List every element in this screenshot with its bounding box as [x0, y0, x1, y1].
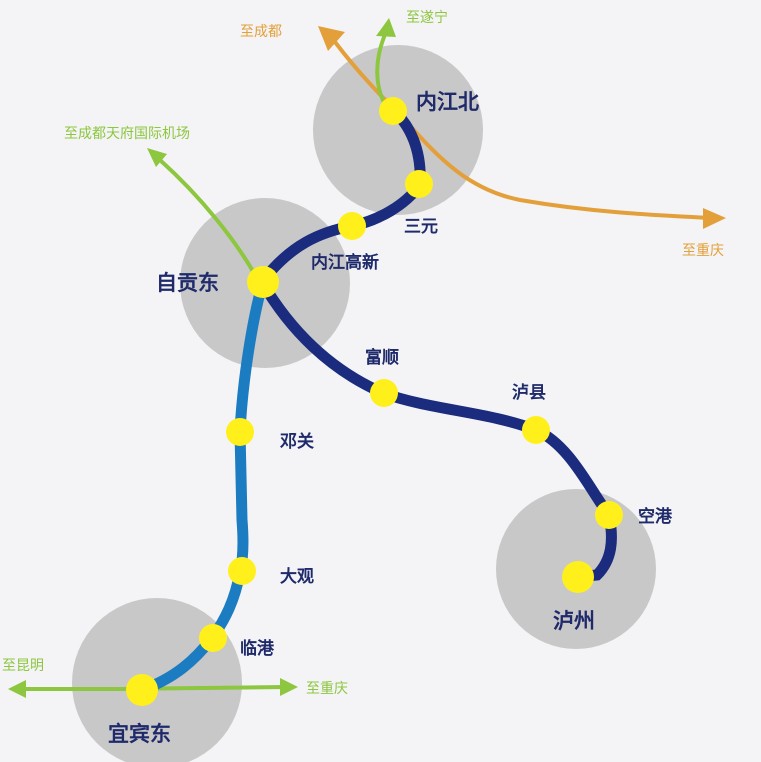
station-dot-sanyuan[interactable]: [405, 170, 433, 198]
station-dot-zigong-east[interactable]: [247, 266, 279, 298]
station-label-neijiang-gaoxin: 内江高新: [311, 252, 379, 273]
station-label-konggang: 空港: [638, 506, 673, 527]
station-dot-luzhou[interactable]: [562, 561, 594, 593]
station-label-yibin-east: 宜宾东: [108, 722, 171, 746]
station-label-neijiang-north: 内江北: [416, 90, 479, 114]
station-dot-fushun[interactable]: [370, 379, 398, 407]
station-dot-konggang[interactable]: [595, 501, 623, 529]
green-arrowhead-chongqing-south: [280, 678, 298, 696]
station-dot-lingang[interactable]: [199, 624, 227, 652]
station-dot-neijiang-north[interactable]: [379, 97, 407, 125]
station-label-sanyuan: 三元: [404, 217, 438, 237]
green-arrowhead-kunming: [8, 680, 26, 698]
green-arrowhead-tianfu: [147, 148, 167, 167]
station-dot-yibin-east[interactable]: [126, 674, 158, 706]
green-route-kunming-chongqing: [20, 685, 286, 691]
green-arrowhead-suining: [376, 18, 396, 37]
dest-label-chongqing-south: 至重庆: [306, 681, 348, 697]
station-label-luzhou: 泸州: [553, 609, 595, 633]
dest-label-chengdu: 至成都: [240, 24, 282, 40]
station-dot-luxian[interactable]: [522, 416, 550, 444]
main-line-neijiang-zigong: [256, 104, 426, 288]
station-label-fushun: 富顺: [365, 347, 399, 368]
dest-label-kunming: 至昆明: [2, 658, 44, 674]
station-dot-neijiang-gaoxin[interactable]: [338, 212, 366, 240]
station-label-zigong-east: 自贡东: [156, 271, 219, 295]
station-dot-dengguan[interactable]: [226, 418, 254, 446]
green-route-tianfu: [158, 158, 260, 281]
dest-label-suining: 至遂宁: [406, 9, 448, 26]
dest-label-tianfu-airport: 至成都天府国际机场: [64, 126, 190, 142]
orange-arrowhead-chongqing: [703, 208, 726, 229]
orange-route-line: [333, 40, 713, 220]
dest-label-chongqing-north: 至重庆: [682, 243, 724, 259]
station-label-daguan: 大观: [280, 566, 314, 587]
hub-circle-neijiang-north: [313, 45, 483, 215]
station-label-dengguan: 邓关: [280, 431, 314, 452]
station-label-lingang: 临港: [240, 638, 275, 659]
station-label-luxian: 泸县: [512, 383, 546, 403]
station-dot-daguan[interactable]: [228, 557, 256, 585]
orange-arrowhead-chengdu: [318, 26, 345, 51]
